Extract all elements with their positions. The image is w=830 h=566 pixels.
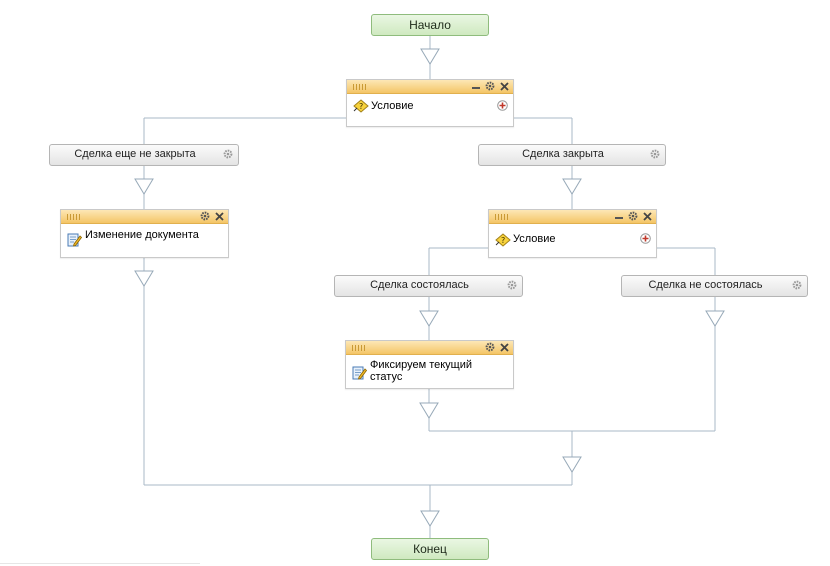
gear-icon[interactable] xyxy=(485,81,495,91)
block-header[interactable] xyxy=(61,210,228,224)
branch-label: Сделка состоялась xyxy=(370,279,469,291)
end-node[interactable]: Конец xyxy=(371,538,489,560)
branch-deal-failed[interactable]: Сделка не состоялась xyxy=(621,275,808,297)
branch-deal-closed[interactable]: Сделка закрыта xyxy=(478,144,666,166)
close-icon[interactable] xyxy=(643,211,652,221)
condition-icon: ? xyxy=(353,99,369,113)
root-condition-block[interactable]: ? Условие xyxy=(346,79,514,127)
end-label: Конец xyxy=(413,542,447,556)
branch-label: Сделка не состоялась xyxy=(648,279,763,291)
branch-deal-succeeded[interactable]: Сделка состоялась xyxy=(334,275,523,297)
gear-icon[interactable] xyxy=(792,280,802,290)
branch-label: Сделка закрыта xyxy=(522,148,604,160)
right-condition-block[interactable]: ? Условие xyxy=(488,209,657,258)
start-node[interactable]: Начало xyxy=(371,14,489,36)
block-header[interactable] xyxy=(346,341,513,355)
drag-handle-icon[interactable] xyxy=(67,214,81,220)
close-icon[interactable] xyxy=(215,211,224,221)
edit-document-icon xyxy=(67,232,82,247)
gear-icon[interactable] xyxy=(485,342,495,352)
block-header[interactable] xyxy=(489,210,656,224)
canvas-edge-divider xyxy=(0,563,200,564)
action-label: Изменение документа xyxy=(85,229,199,241)
flow-arrow xyxy=(562,456,582,473)
flow-arrow xyxy=(562,178,582,195)
action-label: Фиксируем текущий статус xyxy=(370,359,473,383)
svg-text:?: ? xyxy=(501,236,505,245)
flow-arrow xyxy=(134,178,154,195)
branch-label: Сделка еще не закрыта xyxy=(74,148,196,160)
gear-icon[interactable] xyxy=(507,280,517,290)
condition-label: Условие xyxy=(513,233,556,245)
close-icon[interactable] xyxy=(500,342,509,352)
flow-arrow xyxy=(134,270,154,287)
flow-arrow xyxy=(705,310,725,327)
close-icon[interactable] xyxy=(500,81,509,91)
fix-status-block[interactable]: Фиксируем текущий статус xyxy=(345,340,514,389)
condition-label: Условие xyxy=(371,100,414,112)
flow-arrow xyxy=(419,402,439,419)
edit-document-icon xyxy=(352,365,367,380)
add-branch-icon[interactable] xyxy=(497,100,508,111)
svg-text:?: ? xyxy=(359,102,363,111)
drag-handle-icon[interactable] xyxy=(495,214,509,220)
minimize-icon[interactable] xyxy=(615,211,623,221)
gear-icon[interactable] xyxy=(650,149,660,159)
gear-icon[interactable] xyxy=(223,149,233,159)
add-branch-icon[interactable] xyxy=(640,233,651,244)
change-document-block[interactable]: Изменение документа xyxy=(60,209,229,258)
branch-deal-not-closed[interactable]: Сделка еще не закрыта xyxy=(49,144,239,166)
gear-icon[interactable] xyxy=(200,211,210,221)
start-label: Начало xyxy=(409,18,451,32)
flow-arrow xyxy=(420,48,440,65)
drag-handle-icon[interactable] xyxy=(353,84,367,90)
drag-handle-icon[interactable] xyxy=(352,345,366,351)
block-header[interactable] xyxy=(347,80,513,94)
flow-arrow xyxy=(420,510,440,527)
minimize-icon[interactable] xyxy=(472,81,480,91)
gear-icon[interactable] xyxy=(628,211,638,221)
flow-arrow xyxy=(419,310,439,327)
condition-icon: ? xyxy=(495,233,511,247)
